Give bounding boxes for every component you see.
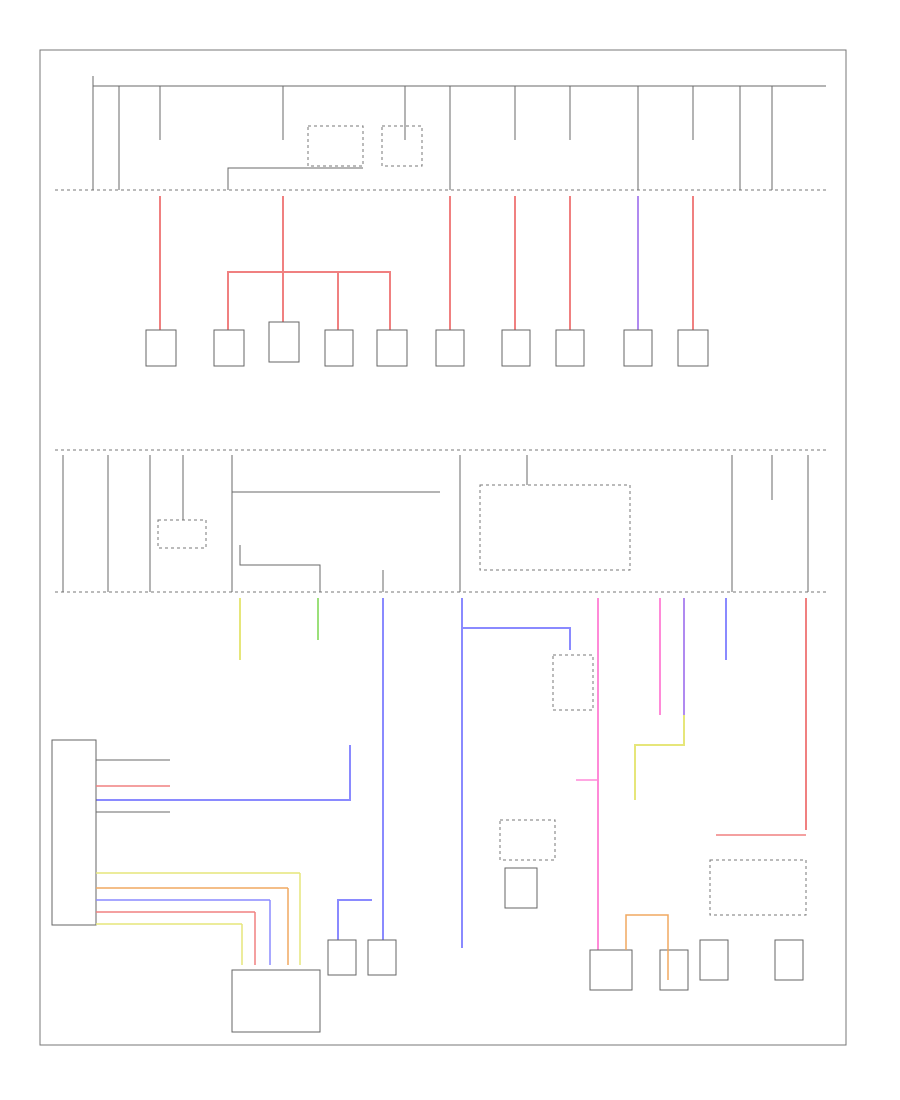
wire-yellow-2 — [634, 715, 685, 800]
left-module — [51, 739, 97, 926]
top-component-10 — [677, 329, 709, 367]
bottom-component-7 — [774, 939, 804, 981]
top-component-1 — [145, 329, 177, 367]
bottom-component-2 — [367, 939, 397, 976]
wire-blue-5 — [337, 899, 372, 940]
bottom-component-5 — [659, 949, 689, 991]
wire-orange-bottom — [625, 914, 669, 980]
mid-switch-box — [479, 484, 631, 571]
wire-blue-4 — [462, 627, 571, 650]
top-component-4 — [324, 329, 354, 367]
bottom-component-1 — [327, 939, 357, 976]
relay-box-2 — [381, 125, 423, 167]
wire-blue-2 — [95, 745, 351, 801]
bottom-dash-box-1 — [552, 654, 594, 711]
relay-box-1 — [307, 125, 364, 167]
top-component-7 — [501, 329, 531, 367]
bottom-dash-box-3 — [709, 859, 807, 916]
bottom-component-6 — [699, 939, 729, 981]
bottom-module-center — [231, 969, 321, 1033]
bottom-dash-box-2 — [499, 819, 556, 861]
top-component-8 — [555, 329, 585, 367]
top-component-6 — [435, 329, 465, 367]
top-component-3 — [268, 321, 300, 363]
wire-red-3 — [227, 271, 391, 330]
bottom-component-4 — [589, 949, 633, 991]
mid-relay-box — [157, 519, 207, 549]
mid-wire-2 — [239, 545, 321, 592]
diagram-border — [39, 49, 847, 1046]
top-component-5 — [376, 329, 408, 367]
relay-wire-1 — [227, 167, 363, 190]
top-component-9 — [623, 329, 653, 367]
bottom-component-3 — [504, 867, 538, 909]
top-component-2 — [213, 329, 245, 367]
